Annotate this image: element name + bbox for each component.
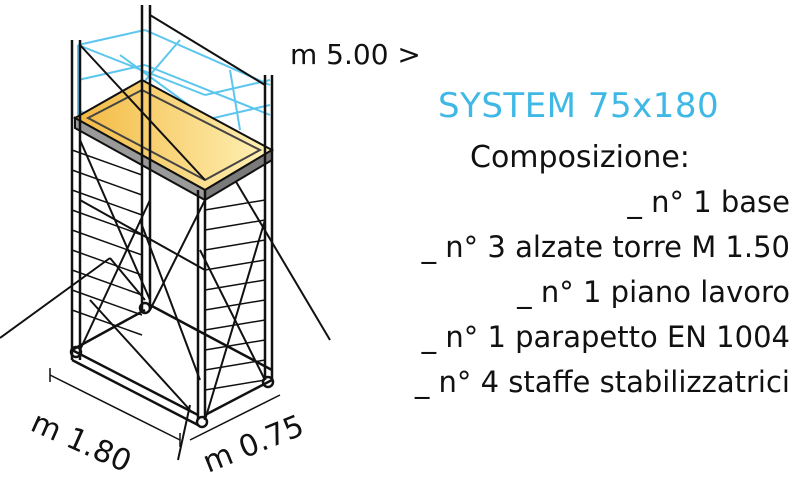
- frame-rungs: [71, 149, 266, 391]
- tower-base: [69, 301, 275, 429]
- system-title: SYSTEM 75x180: [438, 86, 720, 126]
- composition-item: _ n° 3 alzate torre M 1.50: [421, 230, 790, 264]
- composition-item: _ n° 4 staffe stabilizzatrici: [414, 365, 790, 399]
- diagonal-braces: [79, 14, 266, 421]
- work-platform: [72, 78, 275, 202]
- dimension-lines: [49, 368, 281, 447]
- composition-item: _ n° 1 base: [627, 185, 790, 219]
- composition-item: _ n° 1 piano lavoro: [517, 275, 790, 309]
- composition-heading: Composizione:: [470, 140, 690, 175]
- composition-item: _ n° 1 parapetto EN 1004: [421, 320, 790, 354]
- tower-height-label: m 5.00 >: [290, 38, 421, 71]
